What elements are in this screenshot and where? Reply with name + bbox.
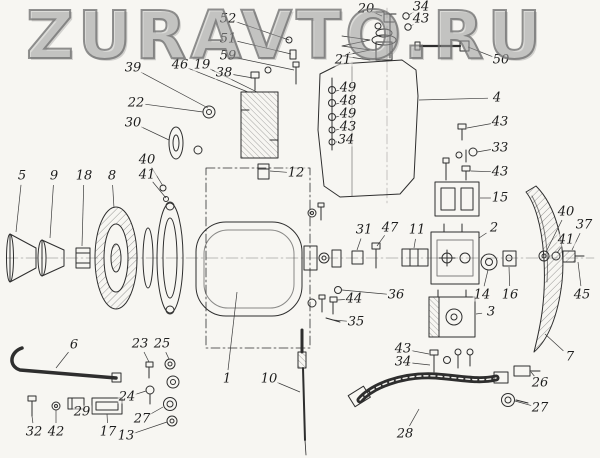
exploded-diagram-drawing: [5, 7, 595, 456]
